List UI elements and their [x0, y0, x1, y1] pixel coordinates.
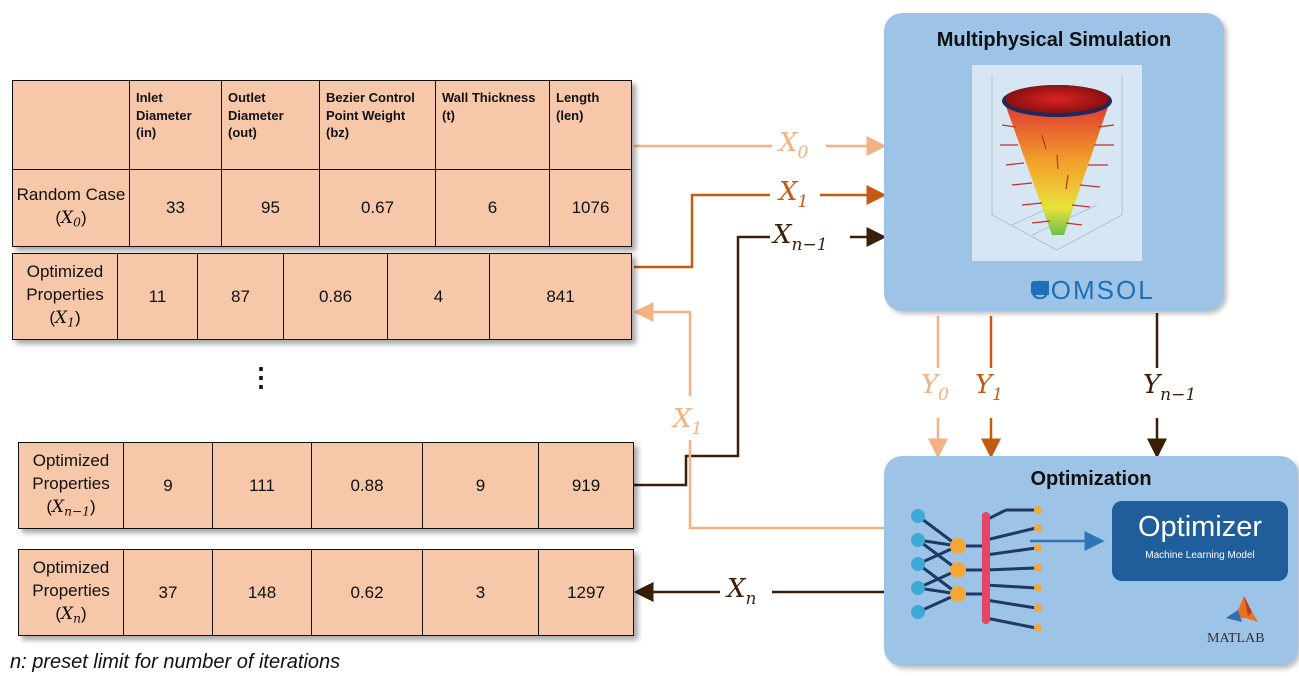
table-header-cell: Inlet Diameter (in) — [129, 80, 222, 170]
table-header-cell: Outlet Diameter (out) — [221, 80, 320, 170]
simulation-plot — [972, 65, 1142, 261]
table-row: Optimized Properties(X1) 11 87 0.86 4 84… — [12, 253, 632, 340]
table-header-cell — [12, 80, 130, 170]
table-header-cell: Bezier Control Point Weight (bz) — [319, 80, 436, 170]
table-row: Optimized Properties(Xn−1) 9 111 0.88 9 … — [18, 442, 634, 529]
table-cell: 0.62 — [311, 549, 423, 636]
table-cell: 0.67 — [319, 169, 436, 247]
optimizer-title: Optimizer — [1137, 511, 1263, 543]
table-header-cell: Wall Thickness (t) — [435, 80, 550, 170]
table-cell: 11 — [117, 253, 198, 340]
table-cell: 0.86 — [283, 253, 388, 340]
simulation-panel: Multiphysical Simulation — [884, 13, 1224, 311]
table-cell: 9 — [123, 442, 213, 529]
table-cell: 9 — [422, 442, 539, 529]
table-cell: 3 — [422, 549, 539, 636]
matlab-logo-icon — [1226, 596, 1258, 622]
label-y0: Y0 — [921, 370, 949, 405]
row-label: Random Case (X0) — [12, 169, 130, 247]
label-x1-return: X1 — [673, 404, 703, 439]
table-row: Optimized Properties(Xn) 37 148 0.62 3 1… — [18, 549, 634, 636]
table-cell: 95 — [221, 169, 320, 247]
table-cell: 37 — [123, 549, 213, 636]
table-cell: 4 — [387, 253, 490, 340]
optimization-title: Optimization — [1030, 468, 1152, 490]
table-cell: 919 — [538, 442, 634, 529]
label-x1: X1 — [779, 177, 809, 212]
arrow-to-optimizer — [1030, 531, 1105, 551]
comsol-logo-mark — [1031, 281, 1049, 295]
label-yn1: Yn−1 — [1143, 370, 1197, 405]
label-xn: Xn — [727, 574, 757, 609]
table-cell: 111 — [212, 442, 312, 529]
table-cell: 6 — [435, 169, 550, 247]
arrow-x1-return-upper — [633, 302, 692, 396]
table-cell: 1297 — [538, 549, 634, 636]
ellipsis: ⋮ — [248, 362, 274, 392]
label-x0: X0 — [779, 128, 809, 163]
comsol-logo-text: COMSOL — [1030, 275, 1155, 305]
simulation-title: Multiphysical Simulation — [936, 29, 1172, 51]
arrow-x1 — [634, 193, 770, 269]
table-row: Random Case (X0) 33 95 0.67 6 1076 — [12, 169, 632, 247]
optimizer-subtitle: Machine Learning Model — [1145, 550, 1255, 561]
optimizer-box: Optimizer Machine Learning Model — [1112, 501, 1288, 581]
row-label: Optimized Properties(Xn−1) — [18, 442, 124, 529]
table-cell: 841 — [489, 253, 632, 340]
table-cell: 0.88 — [311, 442, 423, 529]
table-cell: 87 — [197, 253, 284, 340]
label-xn1: Xn−1 — [773, 220, 828, 255]
properties-table: Inlet Diameter (in) Outlet Diameter (out… — [12, 80, 632, 247]
table-header-cell: Length (len) — [549, 80, 632, 170]
properties-table-row-xn1: Optimized Properties(Xn−1) 9 111 0.88 9 … — [18, 442, 634, 529]
properties-table-row-x1: Optimized Properties(X1) 11 87 0.86 4 84… — [12, 253, 632, 340]
cone-plot-graphic — [991, 75, 1123, 251]
table-cell: 148 — [212, 549, 312, 636]
properties-table-row-xn: Optimized Properties(Xn) 37 148 0.62 3 1… — [18, 549, 634, 636]
matlab-logo-text: MATLAB — [1207, 631, 1265, 646]
arrow-xn1 — [634, 235, 770, 487]
table-cell: 1076 — [549, 169, 632, 247]
table-cell: 33 — [129, 169, 222, 247]
neural-network-icon — [911, 506, 1042, 632]
label-y1: Y1 — [975, 370, 1003, 405]
row-label: Optimized Properties(Xn) — [18, 549, 124, 636]
arrow-x1-return-lower — [688, 440, 884, 530]
row-label: Optimized Properties(X1) — [12, 253, 118, 340]
table-header-row: Inlet Diameter (in) Outlet Diameter (out… — [12, 80, 632, 170]
footnote: n: preset limit for number of iterations — [10, 651, 341, 673]
